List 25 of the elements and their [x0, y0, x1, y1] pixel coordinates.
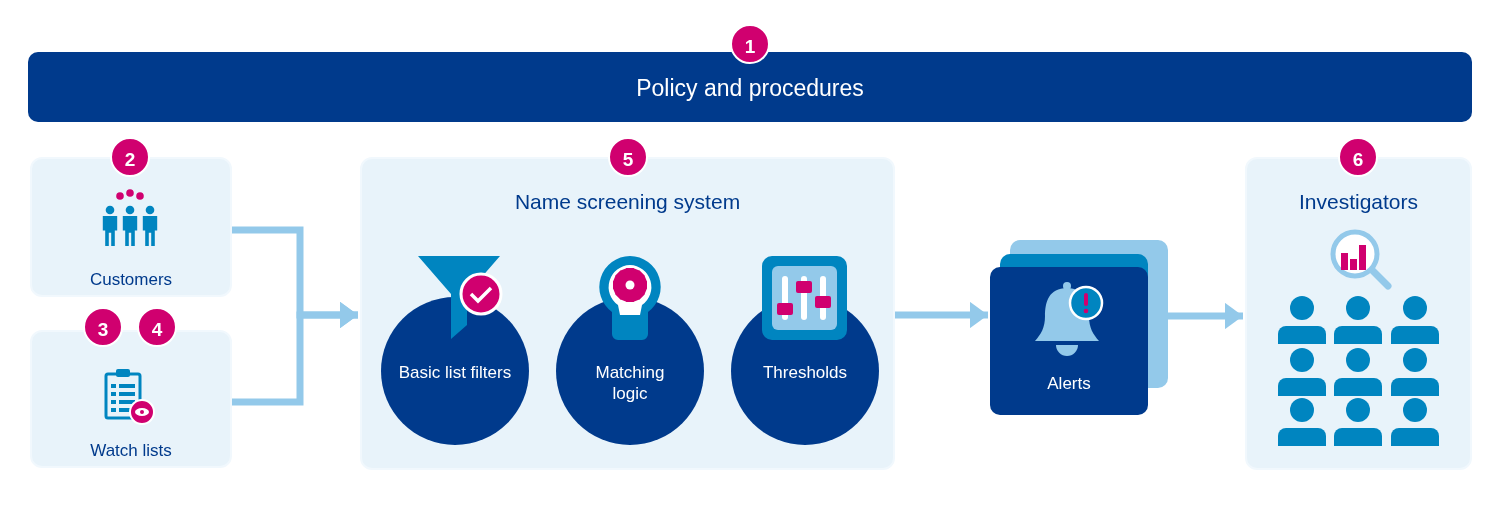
step-number: 1: [743, 35, 757, 59]
panel-label: Customers: [88, 269, 174, 291]
component-label: Thresholds: [761, 362, 849, 384]
policy-banner: [28, 52, 1472, 122]
step-number-badge: [137, 307, 177, 347]
step-number: 5: [621, 148, 635, 172]
banner-title: Policy and procedures: [635, 74, 865, 103]
arrow: [1168, 306, 1243, 326]
step-number: 4: [150, 318, 164, 342]
card-label: Alerts: [1046, 373, 1092, 395]
panel-label: Name screening system: [513, 189, 742, 215]
step-number-badge: [1338, 137, 1378, 177]
panel-label: Investigators: [1297, 189, 1420, 215]
component-label: Basic list filters: [397, 362, 513, 384]
component-label: Matching logic: [594, 362, 666, 405]
step-number-badge: [608, 137, 648, 177]
step-number: 6: [1351, 148, 1365, 172]
panel-label: Watch lists: [89, 440, 173, 462]
step-number-badge: [110, 137, 150, 177]
arrow: [895, 305, 988, 325]
step-number: 3: [96, 318, 110, 342]
step-number: 2: [123, 148, 137, 172]
step-number-badge: [83, 307, 123, 347]
arrow: [232, 305, 358, 406]
step-number-badge: [730, 24, 770, 64]
